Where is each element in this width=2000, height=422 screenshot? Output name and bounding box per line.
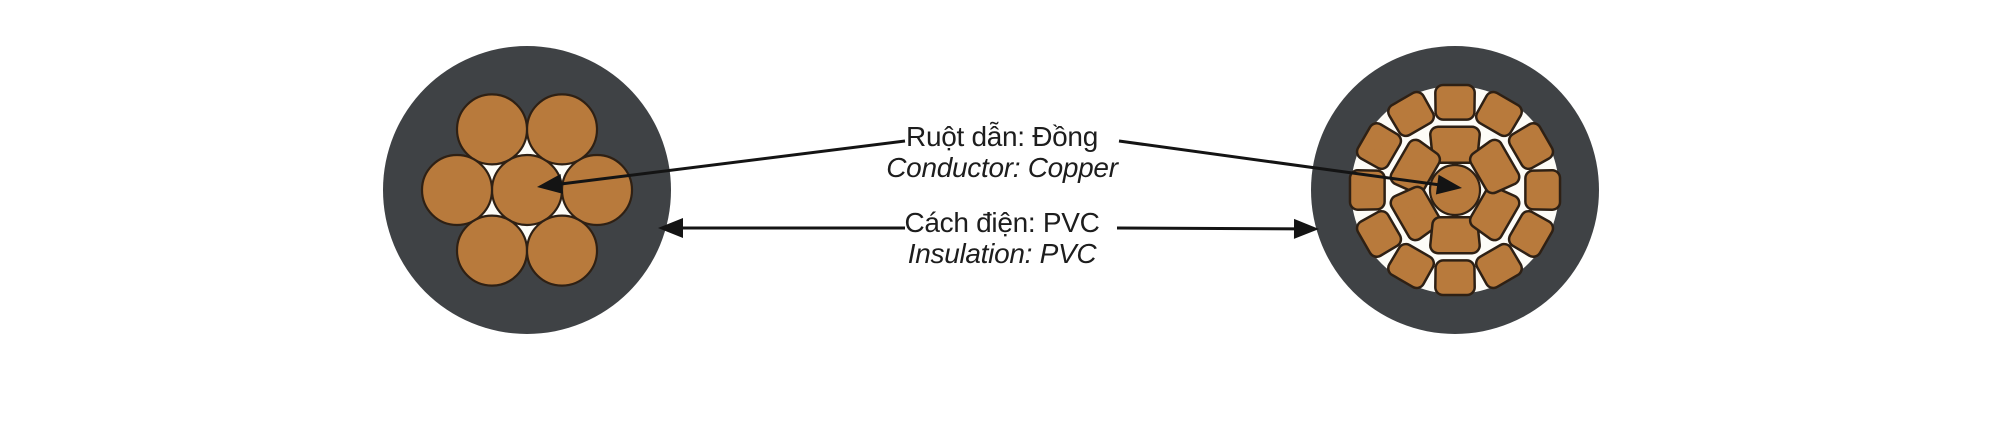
copper-strand: [1358, 124, 1400, 168]
copper-strand: [1477, 245, 1521, 287]
copper-strand: [1471, 188, 1519, 239]
copper-strand: [1358, 212, 1400, 256]
copper-strand: [1431, 218, 1479, 252]
arrowhead: [537, 173, 564, 194]
copper-strand: [1510, 124, 1552, 168]
copper-strand: [1391, 188, 1439, 239]
copper-strand: [1510, 212, 1552, 256]
insulation-arrow-right: [1116, 218, 1319, 239]
copper-strand: [1389, 245, 1433, 287]
copper-strand: [1389, 93, 1433, 135]
copper-strand: [525, 214, 599, 287]
copper-strand: [1436, 86, 1474, 119]
insulation-label-en: Insulation: PVC: [907, 238, 1097, 269]
arrow-line: [555, 139, 906, 187]
copper-strand: [455, 93, 529, 166]
copper-strand: [455, 214, 529, 287]
conductor-arrow-left: [537, 139, 906, 194]
cable-7-strand: [383, 46, 671, 334]
copper-strand: [525, 93, 599, 166]
conductor-label: Ruột dẫn: Đồng Conductor: Copper: [842, 121, 1162, 183]
copper-strand: [560, 153, 634, 227]
copper-strand: [1471, 141, 1519, 192]
cable-19-strand-compacted: [1311, 46, 1599, 334]
insulation-label-vi: Cách điện: PVC: [904, 207, 1100, 238]
arrow-line: [1118, 139, 1444, 187]
arrowhead: [1435, 174, 1462, 195]
insulation-arrow-left: [658, 218, 905, 238]
conductor-label-vi: Ruột dẫn: Đồng: [906, 121, 1098, 152]
arrow-line: [1116, 226, 1301, 231]
copper-strand: [1526, 171, 1559, 209]
copper-strand: [1477, 93, 1521, 135]
copper-strand: [1351, 171, 1384, 209]
arrowhead: [658, 218, 683, 238]
copper-strand: [1436, 261, 1474, 294]
copper-strand: [420, 153, 494, 227]
conductor-label-en: Conductor: Copper: [886, 152, 1118, 183]
insulation-label: Cách điện: PVC Insulation: PVC: [842, 207, 1162, 269]
conductor-arrow-right: [1118, 139, 1462, 195]
arrowhead: [1293, 218, 1319, 239]
copper-strand: [1431, 128, 1479, 162]
